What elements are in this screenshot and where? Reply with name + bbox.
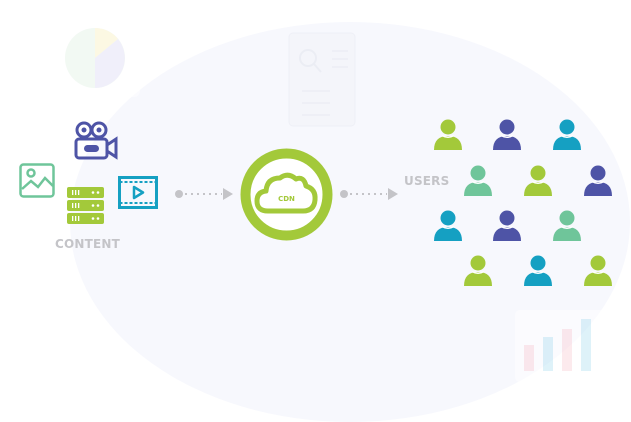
pie-chart-card [55, 22, 140, 97]
arrow-cdn-to-users [340, 188, 398, 200]
users-label: USERS [404, 174, 450, 188]
user-icon [492, 119, 522, 151]
server-icon [67, 187, 104, 224]
user-icon [492, 210, 522, 242]
search-document-card [288, 32, 356, 127]
user-icon [552, 119, 582, 151]
video-camera-icon [74, 121, 118, 160]
user-icon [463, 255, 493, 287]
bar-chart-icon [515, 310, 607, 382]
user-icon [552, 210, 582, 242]
search-document-icon [288, 32, 356, 127]
cdn-node: CDN [240, 148, 333, 241]
user-icon [463, 165, 493, 197]
user-icon [433, 119, 463, 151]
user-icon [583, 165, 613, 197]
user-icon [583, 255, 613, 287]
cdn-cloud-icon [240, 148, 333, 241]
user-icon [433, 210, 463, 242]
pie-chart-icon [55, 22, 140, 97]
user-icon [523, 255, 553, 287]
content-label: CONTENT [55, 237, 121, 251]
bar-chart-card [515, 310, 607, 382]
arrow-content-to-cdn [175, 188, 233, 200]
video-player-icon [118, 176, 158, 209]
user-icon [523, 165, 553, 197]
image-icon [19, 163, 55, 198]
cdn-label: CDN [278, 195, 295, 203]
